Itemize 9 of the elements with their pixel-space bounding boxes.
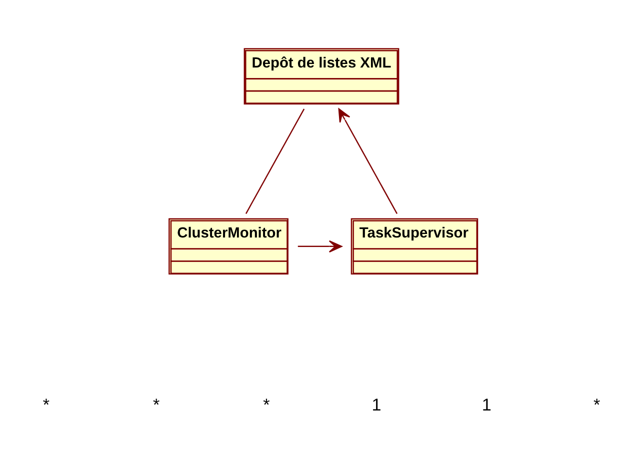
label: * xyxy=(263,394,270,415)
label: * xyxy=(152,394,160,415)
label: 1 xyxy=(482,394,492,415)
label: 1 xyxy=(372,394,382,415)
label: * xyxy=(42,394,50,415)
connector xyxy=(245,108,305,214)
arrow xyxy=(338,108,398,214)
arrow xyxy=(298,240,342,253)
label: * xyxy=(593,394,600,415)
